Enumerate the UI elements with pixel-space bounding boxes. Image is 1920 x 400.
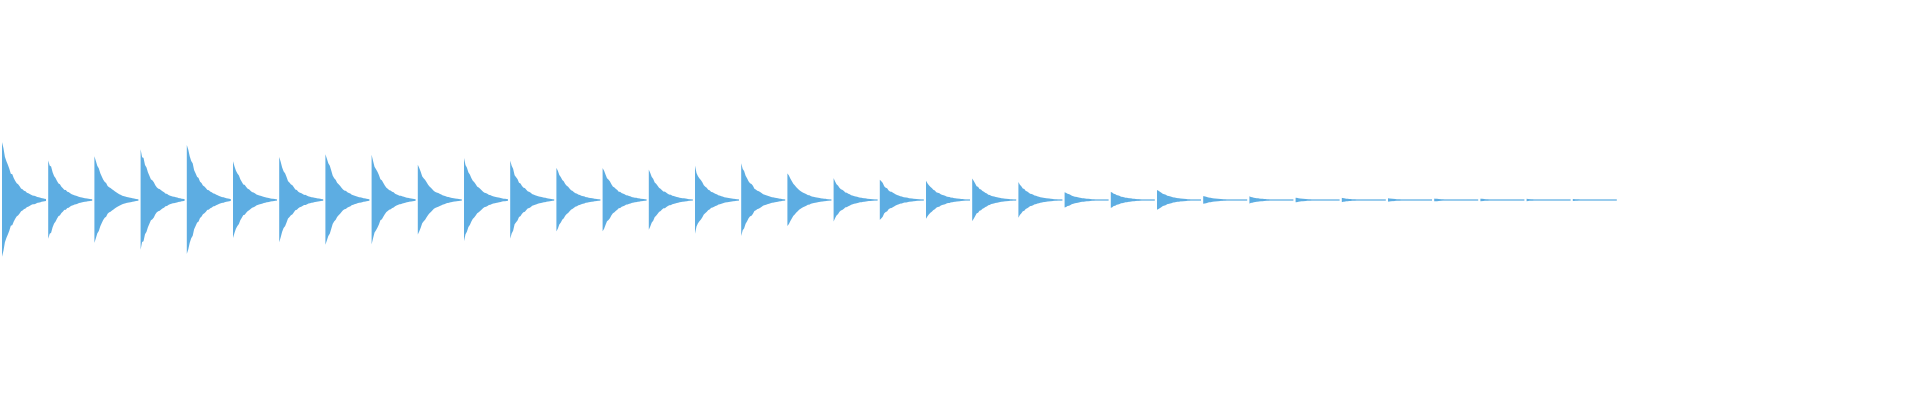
waveform-burst (233, 161, 277, 238)
waveform-burst (48, 160, 93, 239)
waveform-burst (464, 158, 508, 242)
waveform-burst (417, 164, 462, 235)
waveform-burst (325, 154, 370, 245)
waveform-burst (1388, 198, 1432, 202)
waveform-burst (1157, 190, 1201, 210)
waveform-burst (1572, 199, 1617, 201)
waveform-burst (1434, 198, 1479, 202)
waveform-burst (602, 168, 647, 232)
waveform-burst (2, 142, 46, 257)
waveform-burst (879, 179, 924, 220)
waveform-burst (1249, 196, 1294, 204)
waveform-burst (1526, 198, 1571, 202)
waveform-burst (1064, 192, 1109, 208)
waveform-burst (926, 180, 970, 219)
waveform-burst (556, 167, 601, 232)
waveform-burst (787, 173, 832, 226)
waveform-burst (1018, 182, 1063, 218)
waveform-burst (279, 157, 324, 243)
waveform-burst (1110, 191, 1155, 208)
waveform-burst (510, 160, 555, 239)
waveform-burst (94, 156, 139, 243)
waveform-burst (741, 163, 786, 236)
waveform-burst (695, 165, 739, 234)
waveform-burst (648, 169, 693, 230)
waveform-burst (833, 178, 878, 222)
waveform-burst (186, 145, 231, 254)
waveform-burst (1295, 197, 1340, 203)
waveform-burst (140, 149, 185, 250)
waveform-burst (972, 178, 1017, 222)
waveform-burst (1341, 197, 1386, 203)
waveform-burst (371, 154, 416, 245)
waveform-burst (1203, 196, 1248, 204)
waveform-burst (1480, 198, 1525, 202)
